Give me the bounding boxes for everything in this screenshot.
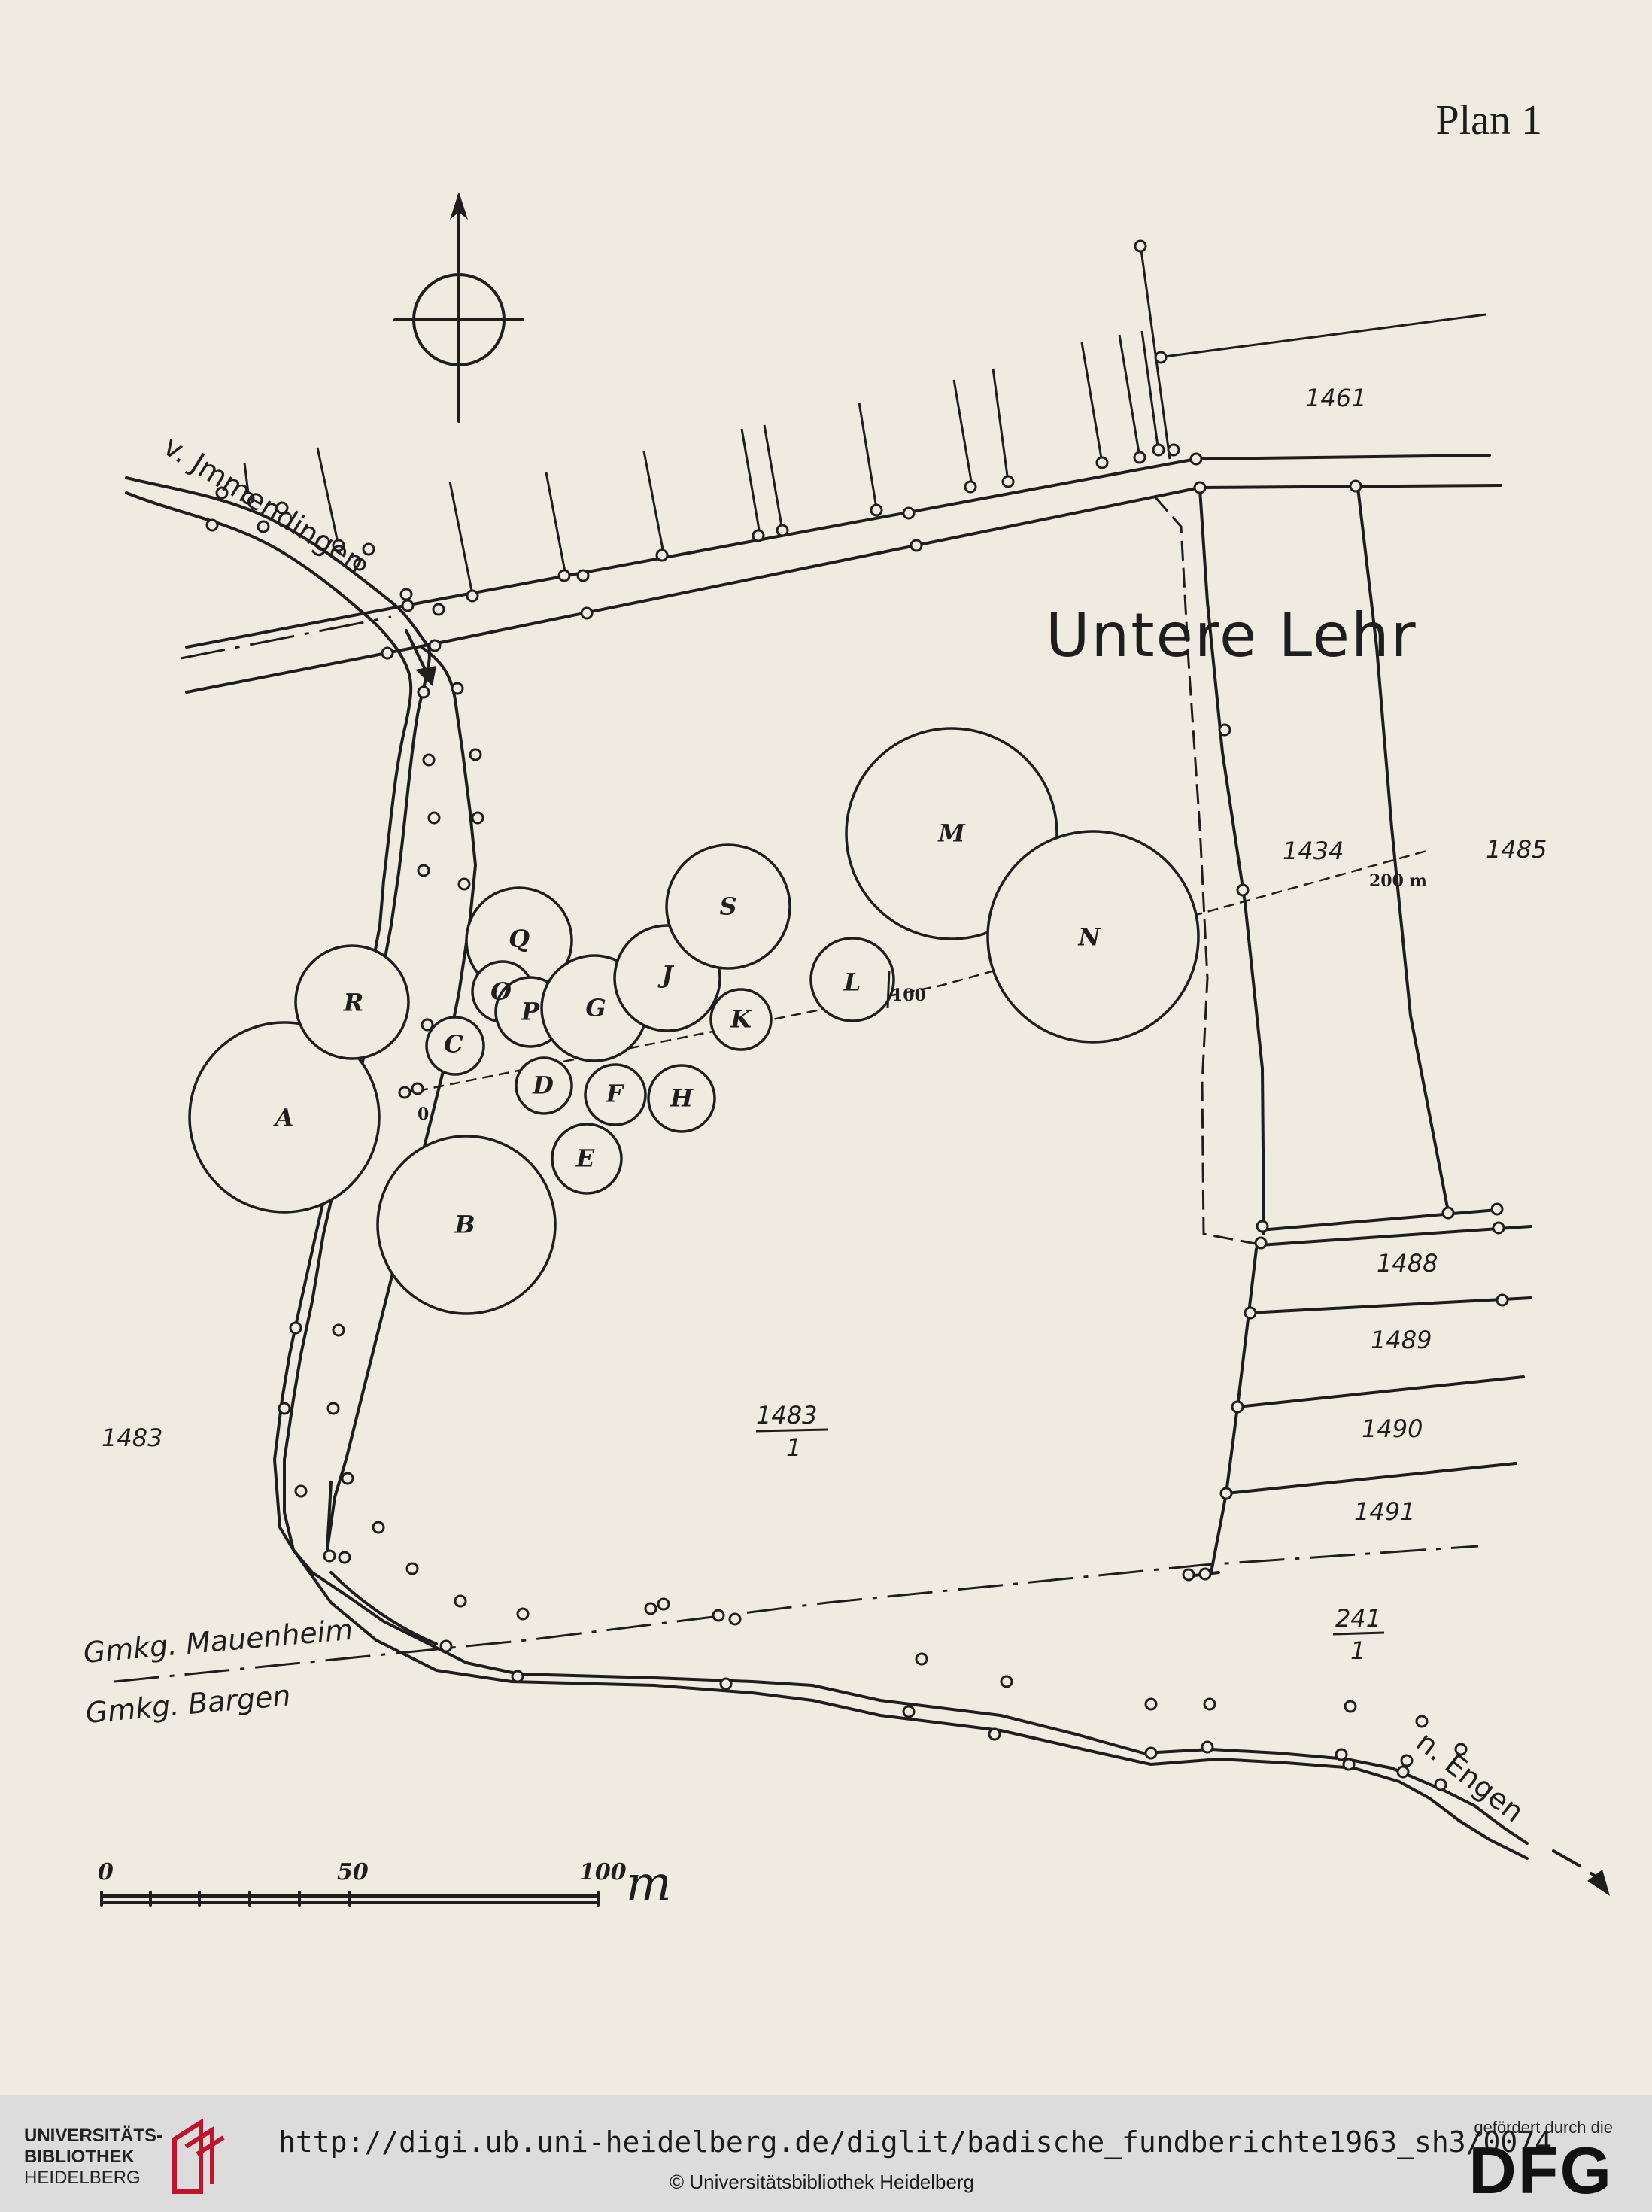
mound-label-L: L <box>843 968 861 997</box>
road-arrow-south-icon <box>405 629 436 686</box>
mound-E <box>551 1123 623 1195</box>
page-title: Plan 1 <box>1435 97 1542 144</box>
scale-bar: 0 50 100 m <box>98 1856 672 1912</box>
scale-label-end: 100 <box>579 1859 627 1885</box>
road-label-to: n. Engen <box>1410 1724 1529 1828</box>
library-logo-icon <box>172 2118 225 2194</box>
parcel-label-1434: 1434 <box>1283 837 1344 865</box>
mound-C <box>425 1016 485 1076</box>
mound-N <box>986 830 1200 1044</box>
north-arrow-icon <box>393 192 524 423</box>
map-page: Plan 1 <box>81 97 1610 1912</box>
baseline-mark-start: 0 <box>418 1104 429 1124</box>
library-name-line2: BIBLIOTHEK <box>24 2147 135 2167</box>
area-name-label: Untere Lehr <box>1046 600 1417 670</box>
mound-A <box>188 1021 381 1214</box>
parcel-label-1489: 1489 <box>1371 1326 1432 1354</box>
mound-F <box>584 1063 647 1126</box>
mound-label-F: F <box>606 1080 625 1108</box>
parcel-label-1461: 1461 <box>1305 384 1366 412</box>
mound-D <box>515 1056 573 1115</box>
parcel-fraction-1483-1: 1483 1 <box>755 1401 828 1462</box>
svg-text:1: 1 <box>786 1433 801 1462</box>
parcel-label-1490: 1490 <box>1362 1414 1423 1443</box>
mound-label-A: A <box>273 1104 294 1132</box>
library-logo-text: UNIVERSITÄTS- BIBLIOTHEK HEIDELBERG <box>24 2125 162 2189</box>
mound-B <box>376 1135 557 1315</box>
parcel-label-1488: 1488 <box>1377 1249 1438 1278</box>
mound-label-K: K <box>730 1005 752 1034</box>
scale-label-start: 0 <box>98 1859 114 1885</box>
property-lines-north <box>243 244 1486 595</box>
footer-bar: UNIVERSITÄTS- BIBLIOTHEK HEIDELBERG http… <box>0 2095 1652 2212</box>
digital-library-link[interactable]: http://digi.ub.uni-heidelberg.de/diglit/… <box>278 2125 1552 2159</box>
scale-label-middle: 50 <box>337 1859 369 1885</box>
burial-mounds: A B C D E F G H J K L M N O P Q R S <box>188 727 1200 1315</box>
site-plan-map: A B C D E F G H J K L M N O P Q R S 0 10… <box>82 192 1610 1912</box>
library-name-line1: UNIVERSITÄTS- <box>24 2125 163 2146</box>
mound-label-H: H <box>670 1084 694 1113</box>
mound-R <box>294 944 410 1060</box>
mound-label-G: G <box>585 994 606 1022</box>
mound-label-S: S <box>719 892 736 921</box>
northern-road <box>125 476 1529 1860</box>
parcel-label-1491: 1491 <box>1354 1497 1415 1526</box>
western-road <box>326 646 477 1645</box>
mound-S <box>665 843 791 970</box>
road-arrow-east-icon <box>1552 1849 1610 1896</box>
mound-label-N: N <box>1077 923 1101 952</box>
baseline-mark-middle: 100 <box>891 986 926 1005</box>
svg-text:241: 241 <box>1335 1604 1381 1633</box>
baseline-mark-end: 200 m <box>1369 871 1427 891</box>
mound-H <box>647 1064 716 1133</box>
mound-K <box>709 988 773 1051</box>
municipal-boundary <box>114 1545 1479 1683</box>
parcel-fraction-241-1: 241 1 <box>1332 1604 1385 1665</box>
mound-label-D: D <box>532 1071 554 1100</box>
svg-text:1483: 1483 <box>756 1401 817 1430</box>
mound-label-P: P <box>521 998 540 1026</box>
funded-by-text: gefördert durch die <box>1474 2118 1613 2137</box>
survey-nodes <box>205 239 1509 1791</box>
mound-label-C: C <box>444 1030 463 1059</box>
mound-label-J: J <box>657 961 674 989</box>
library-name-line3: HEIDELBERG <box>24 2168 141 2188</box>
road-label-from: v. Jmmendingen <box>158 429 371 579</box>
survey-baseline <box>417 849 1430 1092</box>
municipality-south-label: Gmkg. Bargen <box>84 1679 292 1730</box>
mound-label-O: O <box>490 977 512 1006</box>
mound-label-Q: Q <box>509 925 530 953</box>
parcel-label-1485: 1485 <box>1486 835 1547 864</box>
svg-text:1: 1 <box>1350 1636 1365 1665</box>
dfg-logo: DFG <box>1468 2133 1613 2207</box>
mound-label-M: M <box>937 819 966 848</box>
scale-unit: m <box>626 1856 672 1912</box>
mound-label-B: B <box>454 1211 475 1239</box>
copyright-text: © Universitätsbibliothek Heidelberg <box>670 2171 975 2193</box>
mound-label-E: E <box>575 1144 595 1173</box>
mound-L <box>809 937 895 1022</box>
parcel-label-1483: 1483 <box>102 1424 162 1452</box>
mound-label-R: R <box>343 989 364 1017</box>
